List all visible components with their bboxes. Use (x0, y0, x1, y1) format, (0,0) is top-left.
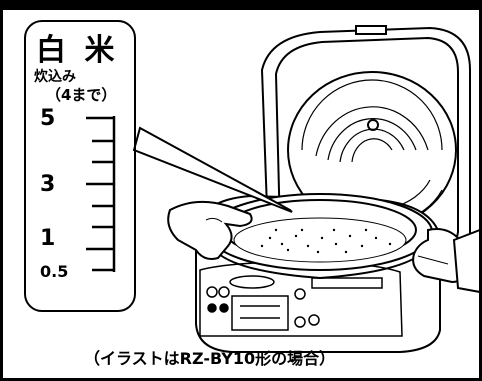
label-note: （4まで） (46, 86, 117, 104)
left-hand (167, 200, 253, 260)
right-hand (412, 228, 468, 284)
label-subtitle: 炊込み (34, 69, 76, 85)
right-sleeve (452, 228, 481, 294)
tick-label-1: 1 (40, 226, 56, 251)
tick-label-5: 5 (40, 106, 56, 131)
inner-pot (207, 193, 433, 280)
tick-label-3: 3 (40, 172, 56, 197)
water-level-label-box (24, 20, 136, 312)
tick-label-0-5: 0.5 (40, 262, 69, 281)
rice-grains (260, 228, 392, 254)
top-band (1, 1, 481, 10)
caption: （イラストはRZ-BY10形の場合） (84, 349, 336, 368)
control-panel (199, 261, 403, 337)
label-title: 白 米 (36, 33, 119, 68)
water-scale (86, 116, 116, 272)
callout-pointer (132, 126, 293, 213)
